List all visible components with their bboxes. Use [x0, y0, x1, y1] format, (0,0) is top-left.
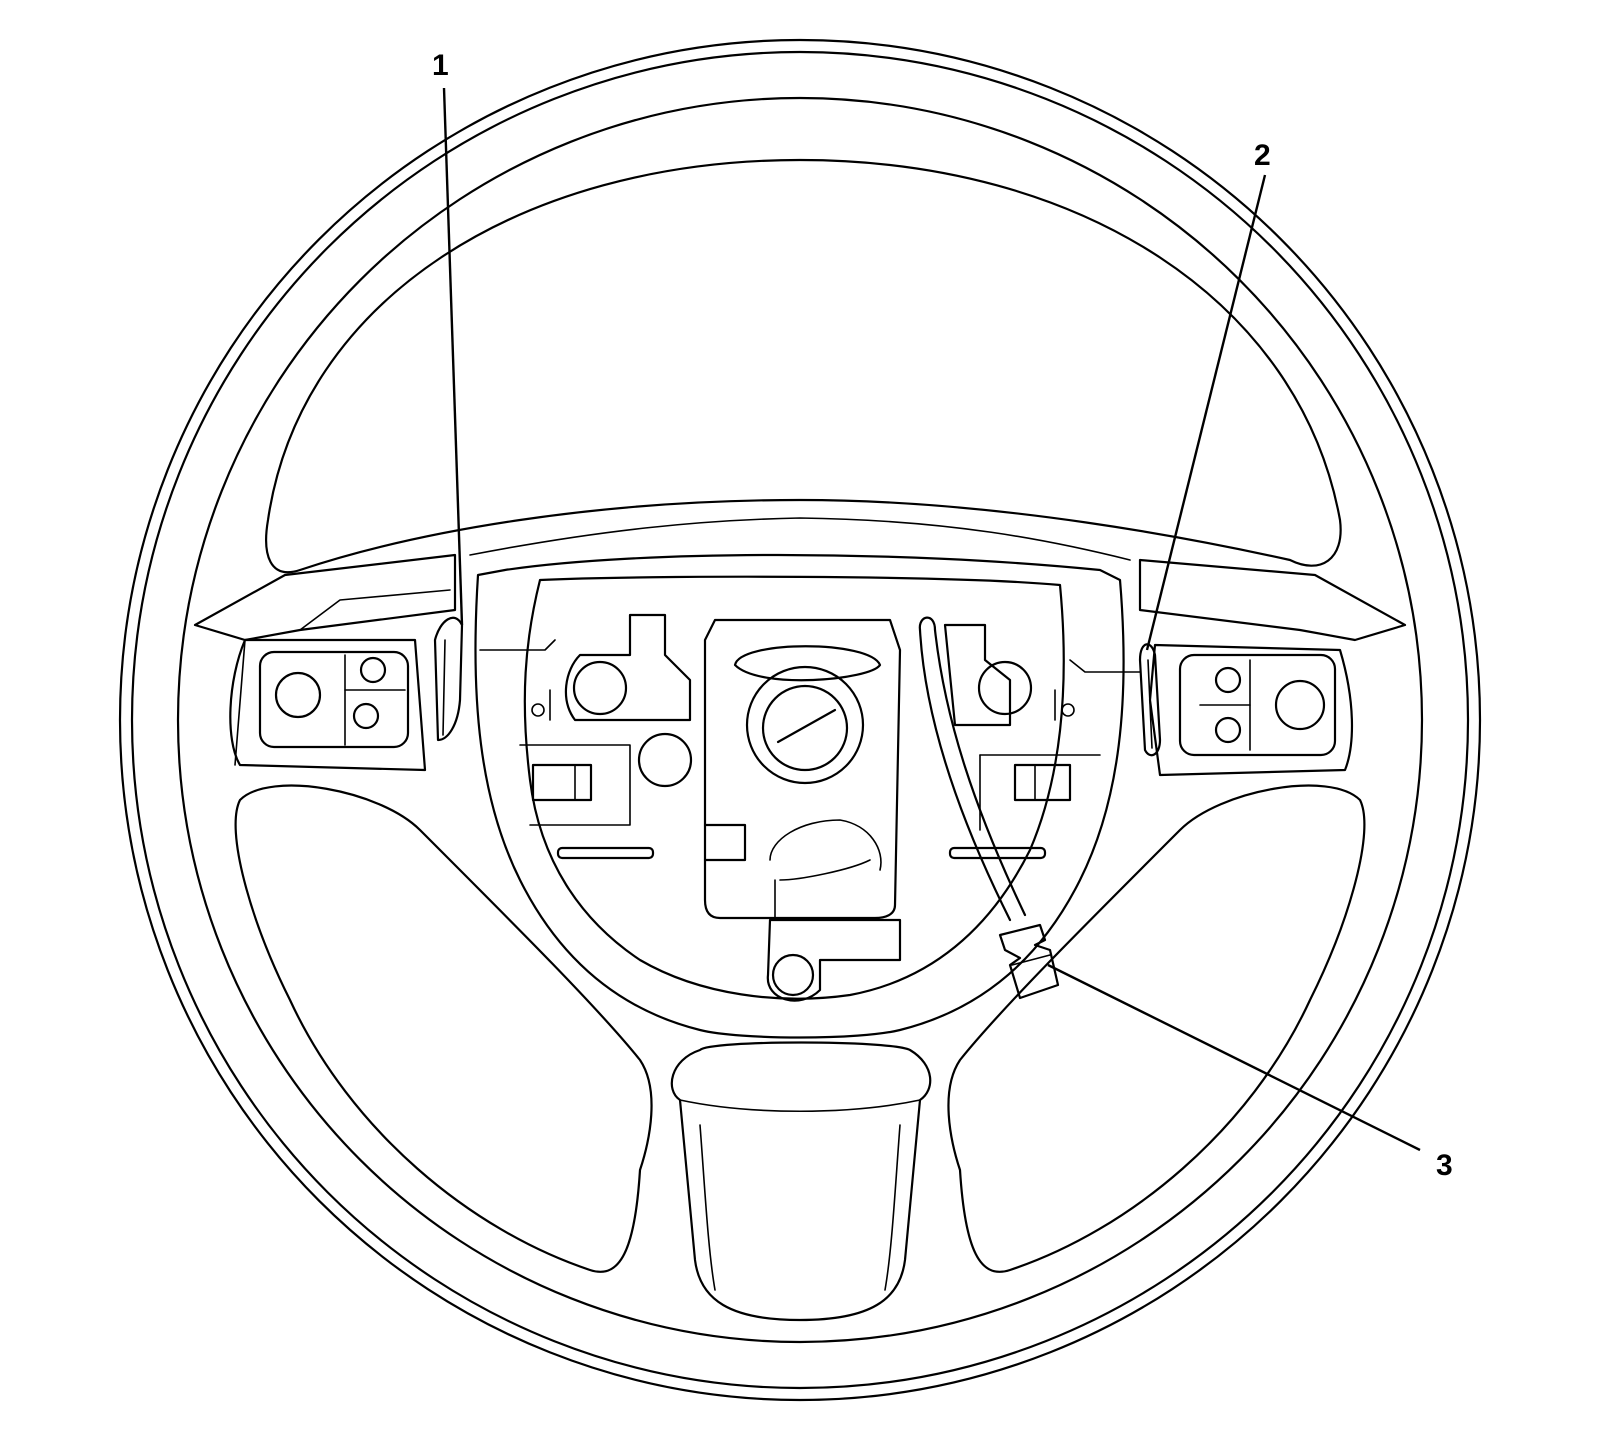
lower-left-opening	[234, 784, 653, 1273]
hub-center-lock	[703, 618, 902, 920]
callout-label-2: 2	[1254, 139, 1271, 172]
lower-right-opening	[947, 784, 1366, 1273]
leader-line-2	[1145, 174, 1267, 651]
hub-right-details	[943, 623, 1141, 860]
wire-harness	[918, 616, 1027, 922]
steering-wheel-rim	[118, 38, 1482, 1402]
left-paddle-switch	[433, 616, 464, 742]
wire-connector	[998, 923, 1060, 1000]
callout-leaders	[442, 87, 1421, 1152]
bottom-spoke	[670, 1041, 932, 1322]
right-paddle-switch	[1138, 643, 1162, 757]
hub-left-details	[479, 613, 693, 860]
leader-line-1	[442, 87, 464, 626]
left-control-panel	[193, 553, 457, 772]
callout-label-3: 3	[1436, 1149, 1453, 1182]
right-control-panel	[1138, 558, 1407, 777]
hub-lower-mount	[766, 918, 902, 1002]
callout-label-1: 1	[432, 49, 449, 82]
leader-line-3	[1047, 963, 1421, 1152]
